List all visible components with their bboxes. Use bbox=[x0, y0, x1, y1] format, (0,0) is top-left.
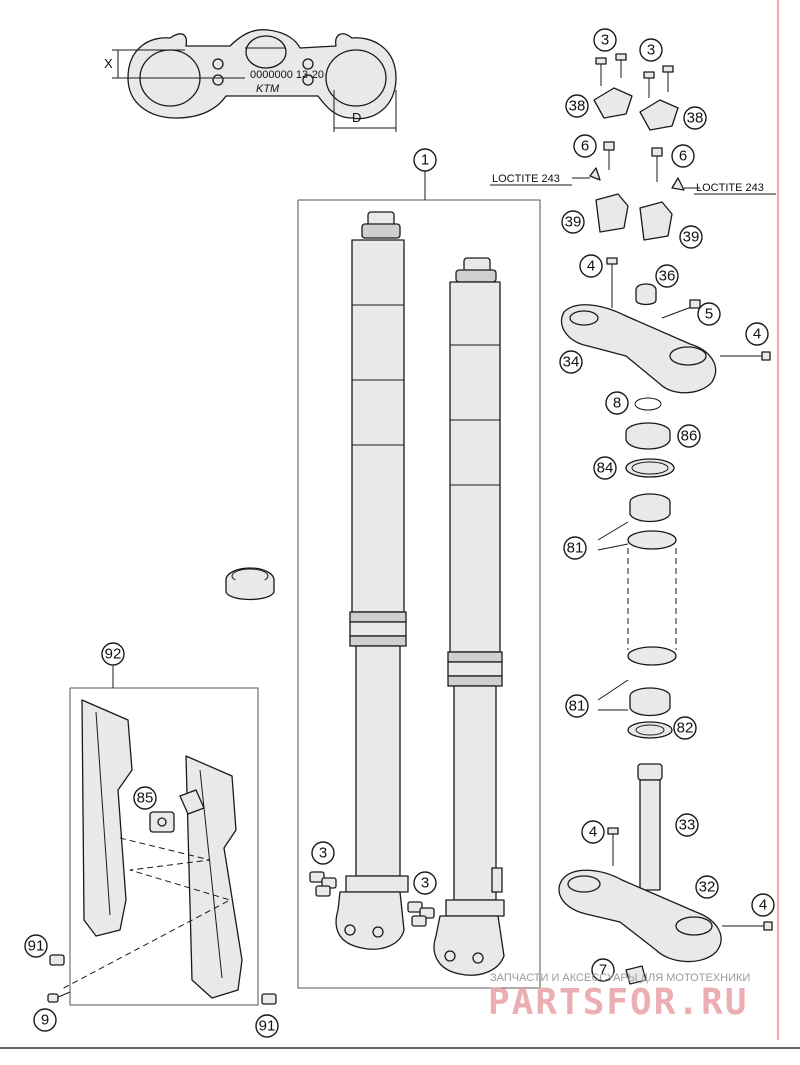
callout-6b: 6 bbox=[671, 144, 695, 168]
fork-guard-frame bbox=[69, 687, 259, 1006]
callout-39b: 39 bbox=[679, 225, 703, 249]
svg-text:38: 38 bbox=[569, 98, 586, 115]
callout-81a: 81 bbox=[563, 536, 587, 560]
svg-text:81: 81 bbox=[567, 540, 584, 557]
callout-3b: 3 bbox=[639, 38, 663, 62]
callout-33: 33 bbox=[675, 813, 699, 837]
clamp-screws-6 bbox=[589, 141, 685, 191]
fork-guard-right bbox=[179, 755, 243, 999]
callout-91a: 91 bbox=[24, 934, 48, 958]
callout-34: 34 bbox=[559, 350, 583, 374]
callout-3d: 3 bbox=[413, 871, 437, 895]
svg-text:6: 6 bbox=[581, 138, 589, 155]
callout-4b: 4 bbox=[745, 322, 769, 346]
fork-assembly-frame bbox=[297, 199, 541, 989]
fork-leg-right bbox=[433, 257, 505, 976]
watermark-tagline: ЗАПЧАСТИ И АКСЕССУАРЫ ДЛЯ МОТОТЕХНИКИ bbox=[490, 972, 751, 984]
callout-4a: 4 bbox=[579, 254, 603, 278]
handlebar-clamp-bolts bbox=[595, 53, 674, 98]
svg-text:3: 3 bbox=[647, 42, 655, 59]
guard-clip bbox=[149, 811, 175, 833]
callout-3c: 3 bbox=[311, 841, 335, 865]
steering-bearing-stack bbox=[597, 397, 677, 739]
loctite-note-left: LOCTITE 243 bbox=[492, 173, 560, 185]
svg-text:4: 4 bbox=[753, 326, 761, 343]
svg-text:3: 3 bbox=[421, 875, 429, 892]
callout-81b: 81 bbox=[565, 694, 589, 718]
callout-7: 7 bbox=[591, 958, 615, 982]
svg-text:91: 91 bbox=[28, 938, 45, 955]
callout-39a: 39 bbox=[561, 210, 585, 234]
svg-text:3: 3 bbox=[601, 32, 609, 49]
svg-text:38: 38 bbox=[687, 110, 704, 127]
loctite-note-right: LOCTITE 243 bbox=[696, 182, 764, 194]
handlebar-clamp-upper bbox=[593, 87, 679, 131]
dimension-x-label: X bbox=[104, 56, 113, 71]
callout-86: 86 bbox=[677, 424, 701, 448]
svg-text:86: 86 bbox=[681, 428, 698, 445]
svg-text:4: 4 bbox=[589, 824, 597, 841]
svg-text:3: 3 bbox=[319, 845, 327, 862]
triple-clamp-dimension-sketch: 0000000 13-20 KTM X D bbox=[104, 29, 397, 132]
clamp-bolts-right bbox=[407, 901, 435, 927]
svg-text:92: 92 bbox=[105, 646, 122, 663]
svg-text:91: 91 bbox=[259, 1018, 276, 1035]
svg-text:36: 36 bbox=[659, 268, 676, 285]
svg-text:KTM: KTM bbox=[256, 83, 280, 95]
svg-text:39: 39 bbox=[565, 214, 582, 231]
callout-82: 82 bbox=[673, 716, 697, 740]
handlebar-clamp-lower bbox=[595, 193, 673, 241]
lower-triple-clamp-with-stem bbox=[558, 763, 773, 985]
callout-38b: 38 bbox=[683, 106, 707, 130]
svg-text:9: 9 bbox=[41, 1012, 49, 1029]
svg-text:4: 4 bbox=[587, 258, 595, 275]
clamp-bolts-left bbox=[309, 871, 337, 897]
dimension-d-label: D bbox=[352, 110, 361, 125]
callout-4d: 4 bbox=[751, 893, 775, 917]
callout-9: 9 bbox=[33, 1008, 57, 1032]
svg-text:8: 8 bbox=[613, 395, 621, 412]
svg-text:7: 7 bbox=[599, 962, 607, 979]
fork-leg-left bbox=[335, 211, 409, 950]
svg-text:81: 81 bbox=[569, 698, 586, 715]
callout-85: 85 bbox=[133, 786, 157, 810]
callout-92: 92 bbox=[101, 642, 125, 666]
svg-text:6: 6 bbox=[679, 148, 687, 165]
guard-screw-right bbox=[261, 993, 277, 1005]
svg-text:85: 85 bbox=[137, 790, 154, 807]
watermark-brand: PARTSFOR.RU bbox=[488, 982, 749, 1023]
callout-4c: 4 bbox=[581, 820, 605, 844]
svg-text:0000000 13-20: 0000000 13-20 bbox=[250, 69, 324, 81]
callout-32: 32 bbox=[695, 875, 719, 899]
callout-36: 36 bbox=[655, 264, 679, 288]
svg-text:39: 39 bbox=[683, 229, 700, 246]
svg-text:82: 82 bbox=[677, 720, 694, 737]
svg-text:33: 33 bbox=[679, 817, 696, 834]
callout-8: 8 bbox=[605, 391, 629, 415]
svg-text:1: 1 bbox=[421, 152, 429, 169]
callout-5: 5 bbox=[697, 302, 721, 326]
svg-text:32: 32 bbox=[699, 879, 716, 896]
svg-text:84: 84 bbox=[597, 460, 614, 477]
loose-ring-part bbox=[225, 567, 275, 601]
callout-84: 84 bbox=[593, 456, 617, 480]
callout-91b: 91 bbox=[255, 1014, 279, 1038]
callout-1: 1 bbox=[413, 148, 437, 172]
svg-text:34: 34 bbox=[563, 354, 580, 371]
svg-text:4: 4 bbox=[759, 897, 767, 914]
fork-guard-left bbox=[81, 699, 133, 937]
guard-screw-left bbox=[47, 954, 71, 1003]
callout-38a: 38 bbox=[565, 94, 589, 118]
callout-6a: 6 bbox=[573, 134, 597, 158]
svg-text:5: 5 bbox=[705, 306, 713, 323]
upper-triple-clamp bbox=[560, 257, 771, 394]
callout-3a: 3 bbox=[593, 28, 617, 52]
